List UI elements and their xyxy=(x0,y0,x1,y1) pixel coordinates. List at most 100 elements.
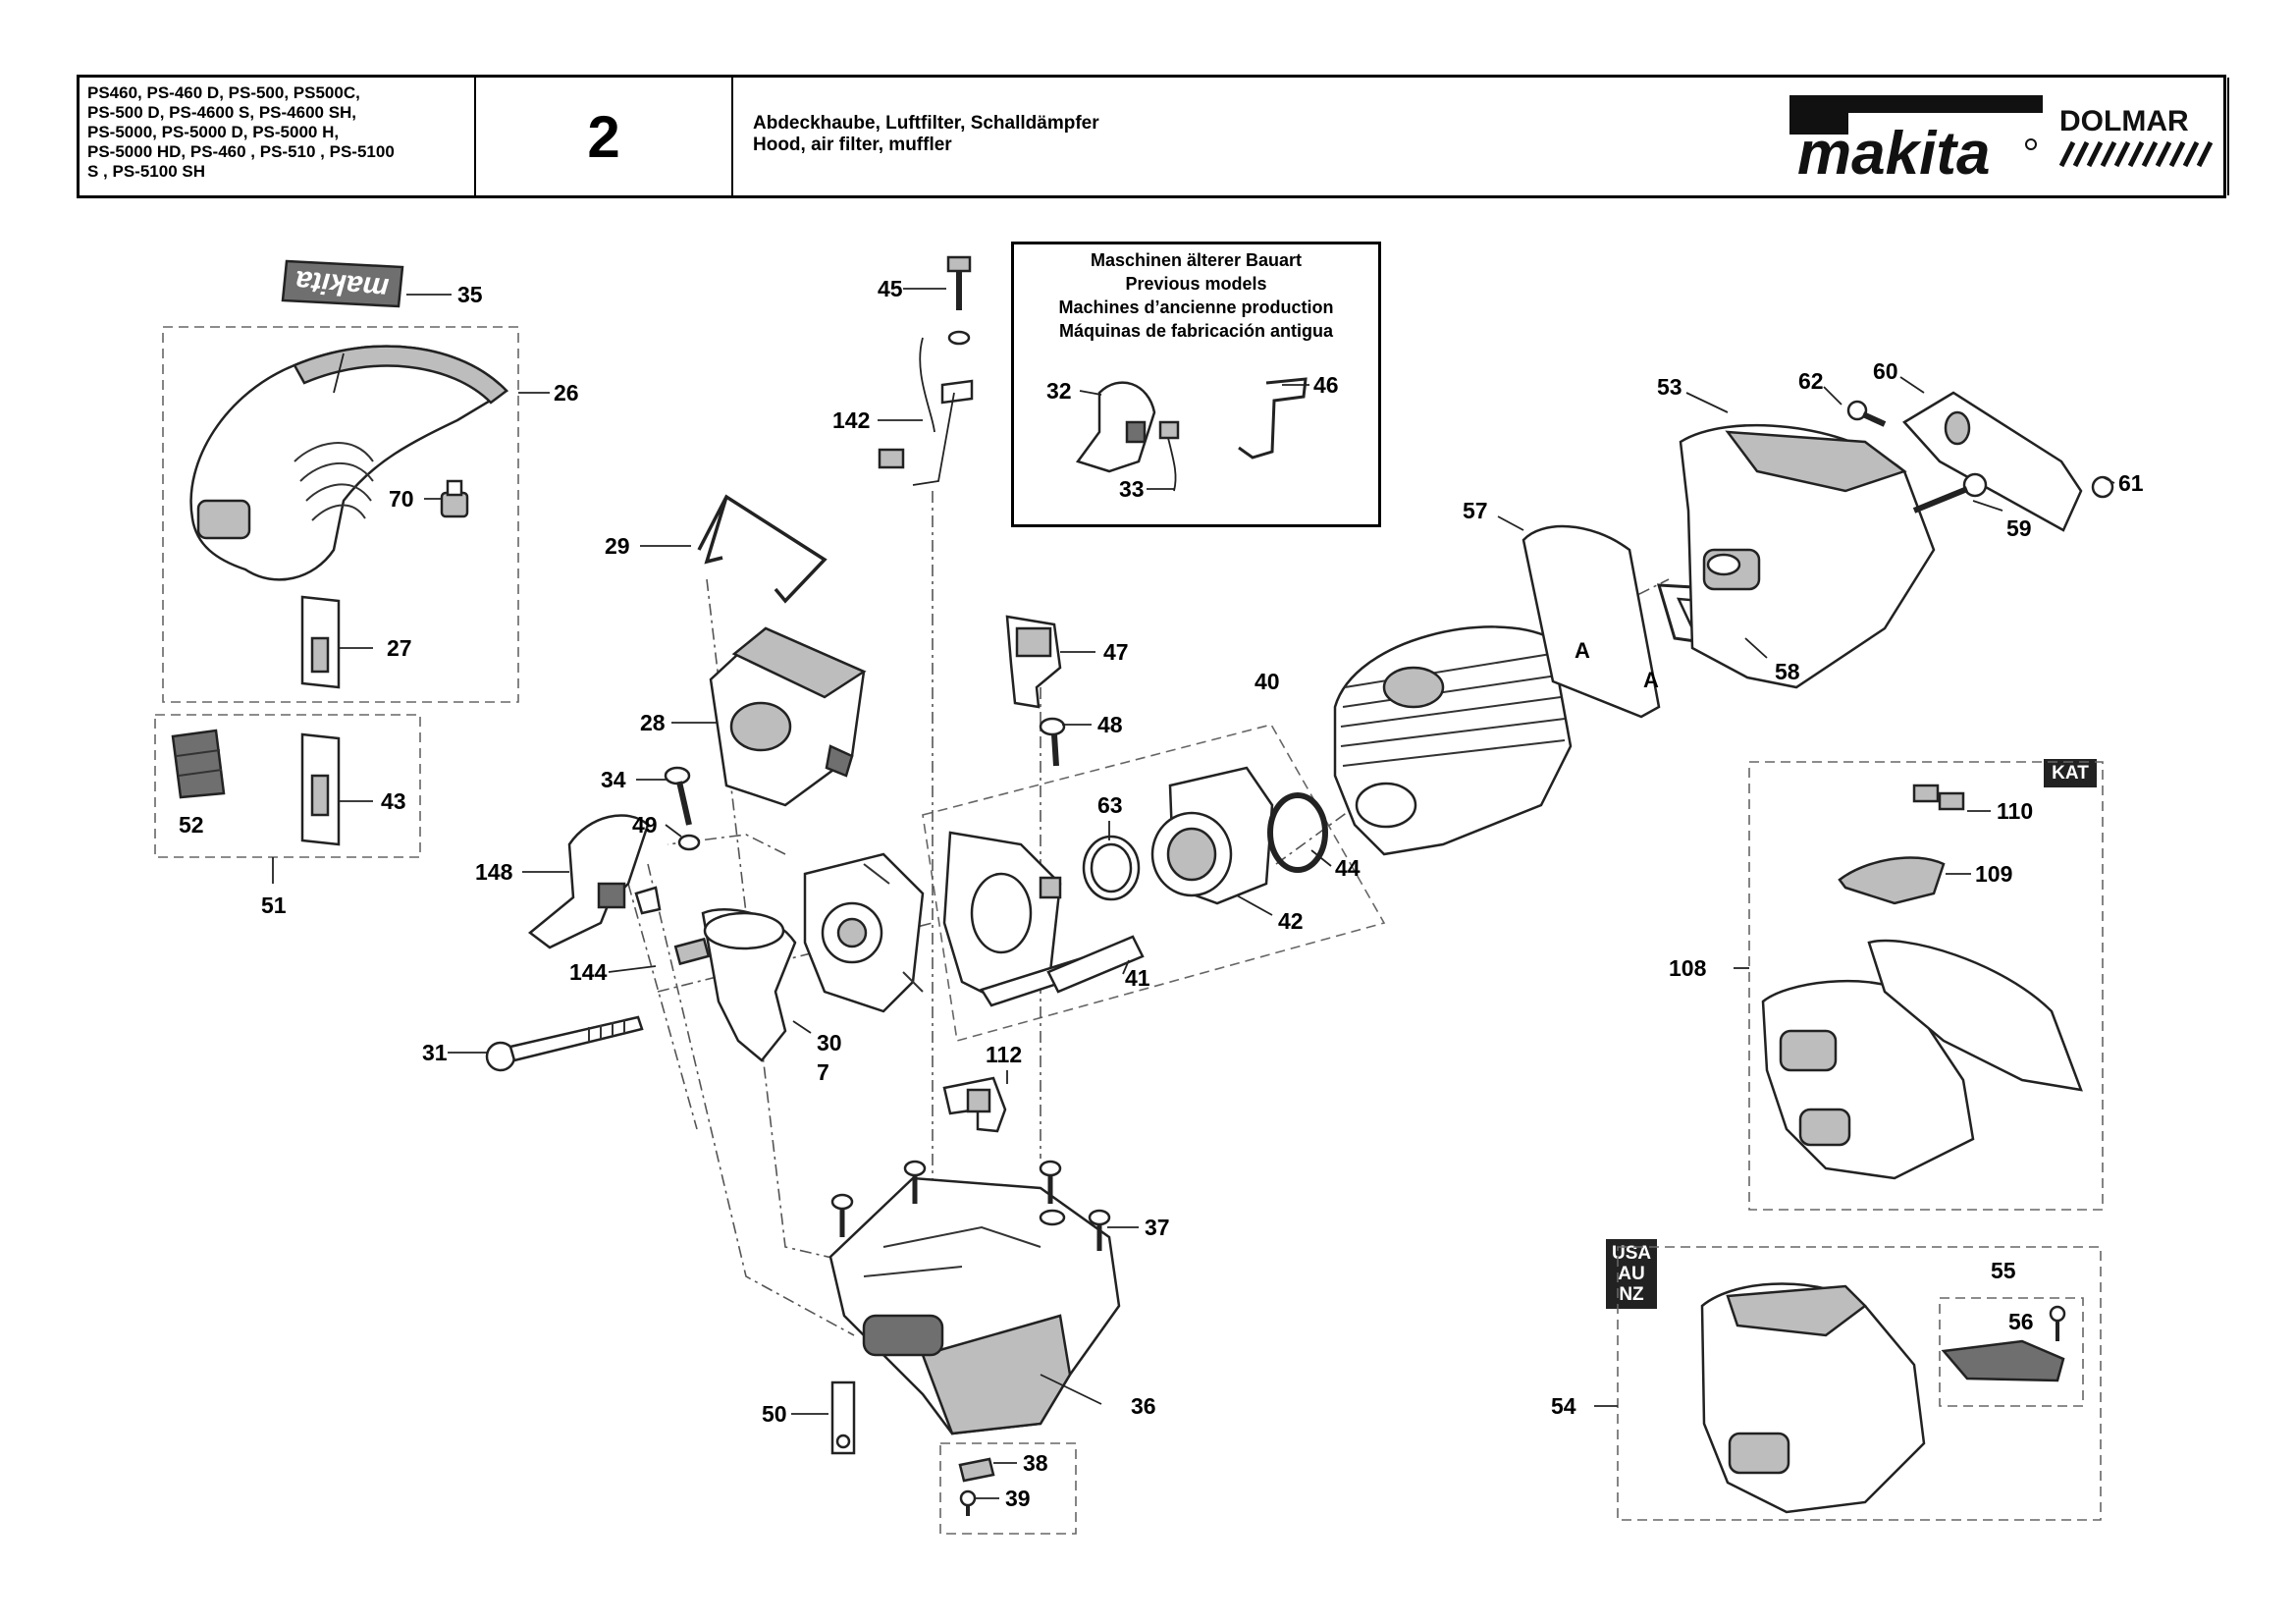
label-44: 44 xyxy=(1335,855,1361,881)
label-144: 144 xyxy=(569,959,608,985)
label-31: 31 xyxy=(422,1040,448,1065)
label-63: 63 xyxy=(1097,792,1123,818)
label-29: 29 xyxy=(605,533,630,559)
region-usa: USA xyxy=(1612,1243,1652,1264)
spring-clip-29 xyxy=(697,494,828,604)
label-55: 55 xyxy=(1991,1258,2016,1283)
label-33: 33 xyxy=(1119,476,1145,502)
label-41: 41 xyxy=(1125,965,1150,991)
lever-148 xyxy=(527,814,650,949)
label-32: 32 xyxy=(1046,378,1072,404)
kat-screw-110 xyxy=(1912,784,1965,811)
label-57: 57 xyxy=(1463,498,1488,523)
cylinder xyxy=(1333,625,1573,856)
intake-elbow-30 xyxy=(673,908,797,1062)
connector-47 xyxy=(1005,615,1062,709)
part-number-labels: 35 26 70 27 52 43 51 45 142 29 28 34 49 … xyxy=(179,276,2144,1511)
bolt-59 xyxy=(1912,472,1988,514)
inset-wire-46 xyxy=(1238,377,1308,460)
kat-tag: KAT xyxy=(2044,759,2097,787)
switch-label-50 xyxy=(830,1380,856,1455)
label-26: 26 xyxy=(554,380,579,406)
wire-142 xyxy=(878,337,974,486)
label-45: 45 xyxy=(878,276,903,301)
carburetor xyxy=(803,852,925,1013)
screw-39 xyxy=(959,1489,977,1516)
base-screws-37 xyxy=(830,1160,1111,1251)
makita-wordmark: makita xyxy=(1797,120,1990,182)
clip-144 xyxy=(634,886,662,915)
makita-logo: makita xyxy=(1789,95,2043,182)
label-43: 43 xyxy=(381,788,406,814)
muffler-plate-60 xyxy=(1902,391,2083,532)
model-list: PS460, PS-460 D, PS-500, PS500C, PS-500 … xyxy=(80,78,476,195)
label-50: 50 xyxy=(762,1401,787,1427)
dolmar-wordmark: DOLMAR xyxy=(2059,105,2189,137)
kat-deflector-109 xyxy=(1838,856,1946,905)
label-48: 48 xyxy=(1097,712,1123,737)
label-59: 59 xyxy=(2006,515,2032,541)
filter-52 xyxy=(171,729,226,799)
dolmar-logo: DOLMAR xyxy=(2058,105,2213,168)
label-52: 52 xyxy=(179,812,204,838)
title-german: Abdeckhaube, Luftfilter, Schalldämpfer xyxy=(753,113,1099,134)
page-title: Abdeckhaube, Luftfilter, Schalldämpfer H… xyxy=(733,78,2229,195)
label-38: 38 xyxy=(1023,1450,1048,1476)
label-56: 56 xyxy=(2008,1309,2034,1334)
label-37: 37 xyxy=(1145,1215,1170,1240)
label-7: 7 xyxy=(817,1059,829,1085)
title-english: Hood, air filter, muffler xyxy=(753,135,952,155)
filter-43 xyxy=(300,732,341,846)
label-58: 58 xyxy=(1775,659,1800,684)
label-36: 36 xyxy=(1131,1393,1156,1419)
label-109: 109 xyxy=(1975,861,2012,887)
intake-manifold-42 xyxy=(1150,766,1274,905)
inset-lever-32 xyxy=(1075,381,1156,473)
muffler-53 xyxy=(1679,423,1936,689)
region-tag: USA AU NZ xyxy=(1606,1239,1657,1309)
previous-models-en: Previous models xyxy=(1125,274,1267,294)
label-142: 142 xyxy=(832,407,870,433)
screen-subgroup-frame xyxy=(1939,1297,2084,1407)
screw-34 xyxy=(664,766,692,826)
page-number: 2 xyxy=(476,78,733,195)
label-34: 34 xyxy=(601,767,626,792)
heat-shield-57: AA xyxy=(1522,524,1661,719)
clamp-ring-63 xyxy=(1082,835,1141,901)
previous-models-de: Maschinen älterer Bauart xyxy=(1090,250,1303,270)
label-47: 47 xyxy=(1103,639,1129,665)
usa-muffler-frame xyxy=(1617,1246,2102,1521)
label-35: 35 xyxy=(457,282,483,307)
label-60: 60 xyxy=(1873,358,1898,384)
screw-45 xyxy=(946,255,972,346)
region-au: AU xyxy=(1618,1264,1645,1284)
previous-models-fr: Machines d’ancienne production xyxy=(1058,298,1334,317)
label-62: 62 xyxy=(1798,368,1824,394)
label-61: 61 xyxy=(2118,470,2144,496)
label-27: 27 xyxy=(387,635,412,661)
label-110: 110 xyxy=(1997,798,2033,824)
label-38 xyxy=(958,1457,995,1483)
air-filter-28 xyxy=(709,626,867,807)
label-30: 30 xyxy=(817,1030,842,1056)
label-108: 108 xyxy=(1669,955,1707,981)
grommet-70 xyxy=(440,479,469,518)
label-70: 70 xyxy=(389,486,414,512)
usa-muffler-54 xyxy=(1700,1282,1926,1514)
washer-49 xyxy=(677,834,701,851)
screw-48 xyxy=(1039,717,1066,767)
label-51: 51 xyxy=(261,893,287,918)
spark-screen-55 xyxy=(1941,1339,2065,1382)
label-39: 39 xyxy=(1005,1486,1031,1511)
kat-muffler-frame xyxy=(1748,761,2104,1211)
inset-connector-33 xyxy=(1158,420,1180,492)
label-28: 28 xyxy=(640,710,666,735)
previous-models-box: Maschinen älterer Bauart Previous models… xyxy=(1011,242,1381,527)
label-112: 112 xyxy=(986,1042,1022,1067)
decal-35: makita xyxy=(281,259,404,308)
bolt-31 xyxy=(485,1015,644,1072)
leader-lines xyxy=(272,288,2115,1499)
screw-56 xyxy=(2049,1305,2066,1341)
region-nz: NZ xyxy=(1619,1284,1644,1305)
